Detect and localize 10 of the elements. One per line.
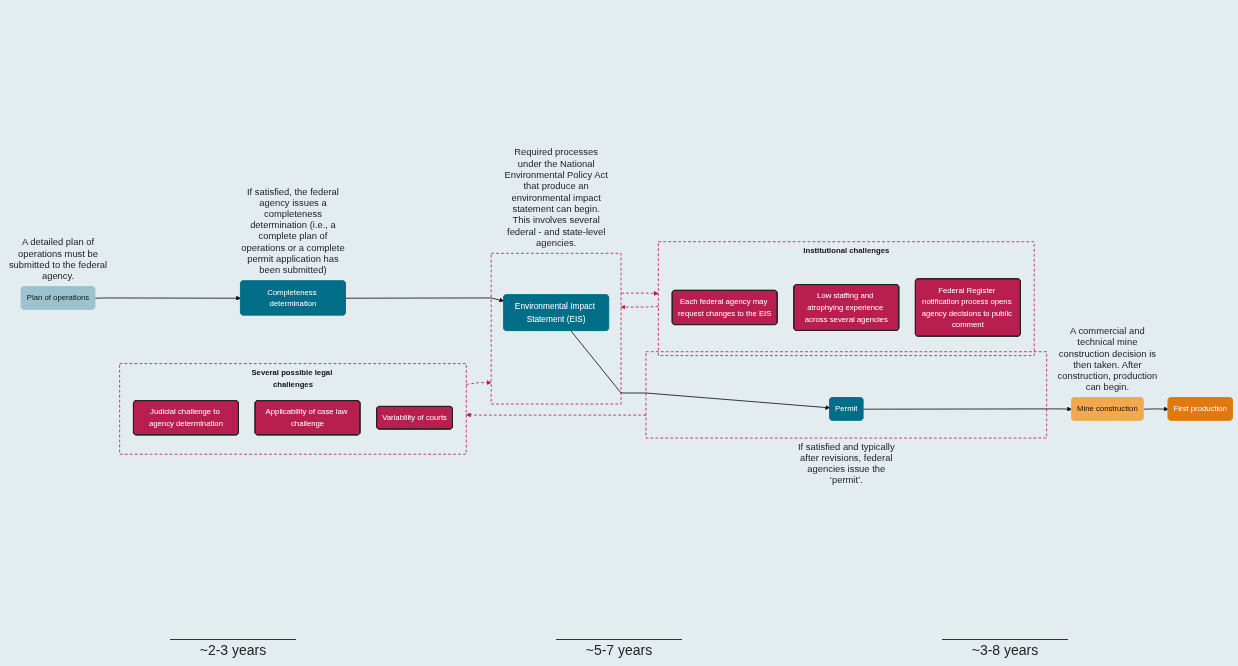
description-text: Required processes under the National Environmental Policy Act that produce an environmental impact statement can begin. This involves several federal - and state-level agencies.: [503, 147, 609, 249]
cluster: [645, 351, 1048, 439]
duration-label: ~3-8 years: [941, 639, 1069, 658]
description-text: A commercial and technical mine construction decision is then taken. After construction, production can begin.: [1056, 325, 1159, 394]
description-text: If satisfied, the federal agency issues a completeness determination (i.e., a complete plan of operations or a complete permit application has been submitted): [240, 186, 346, 277]
description-text: If satisfied and typically after revisions, federal agencies issue the ‘permit’.: [797, 441, 896, 487]
duration-label: ~2-3 years: [169, 639, 297, 658]
duration-label: ~5-7 years: [555, 639, 683, 658]
description-text: A detailed plan of operations must be submitted to the federal agency.: [7, 236, 109, 282]
cluster: [490, 252, 622, 405]
